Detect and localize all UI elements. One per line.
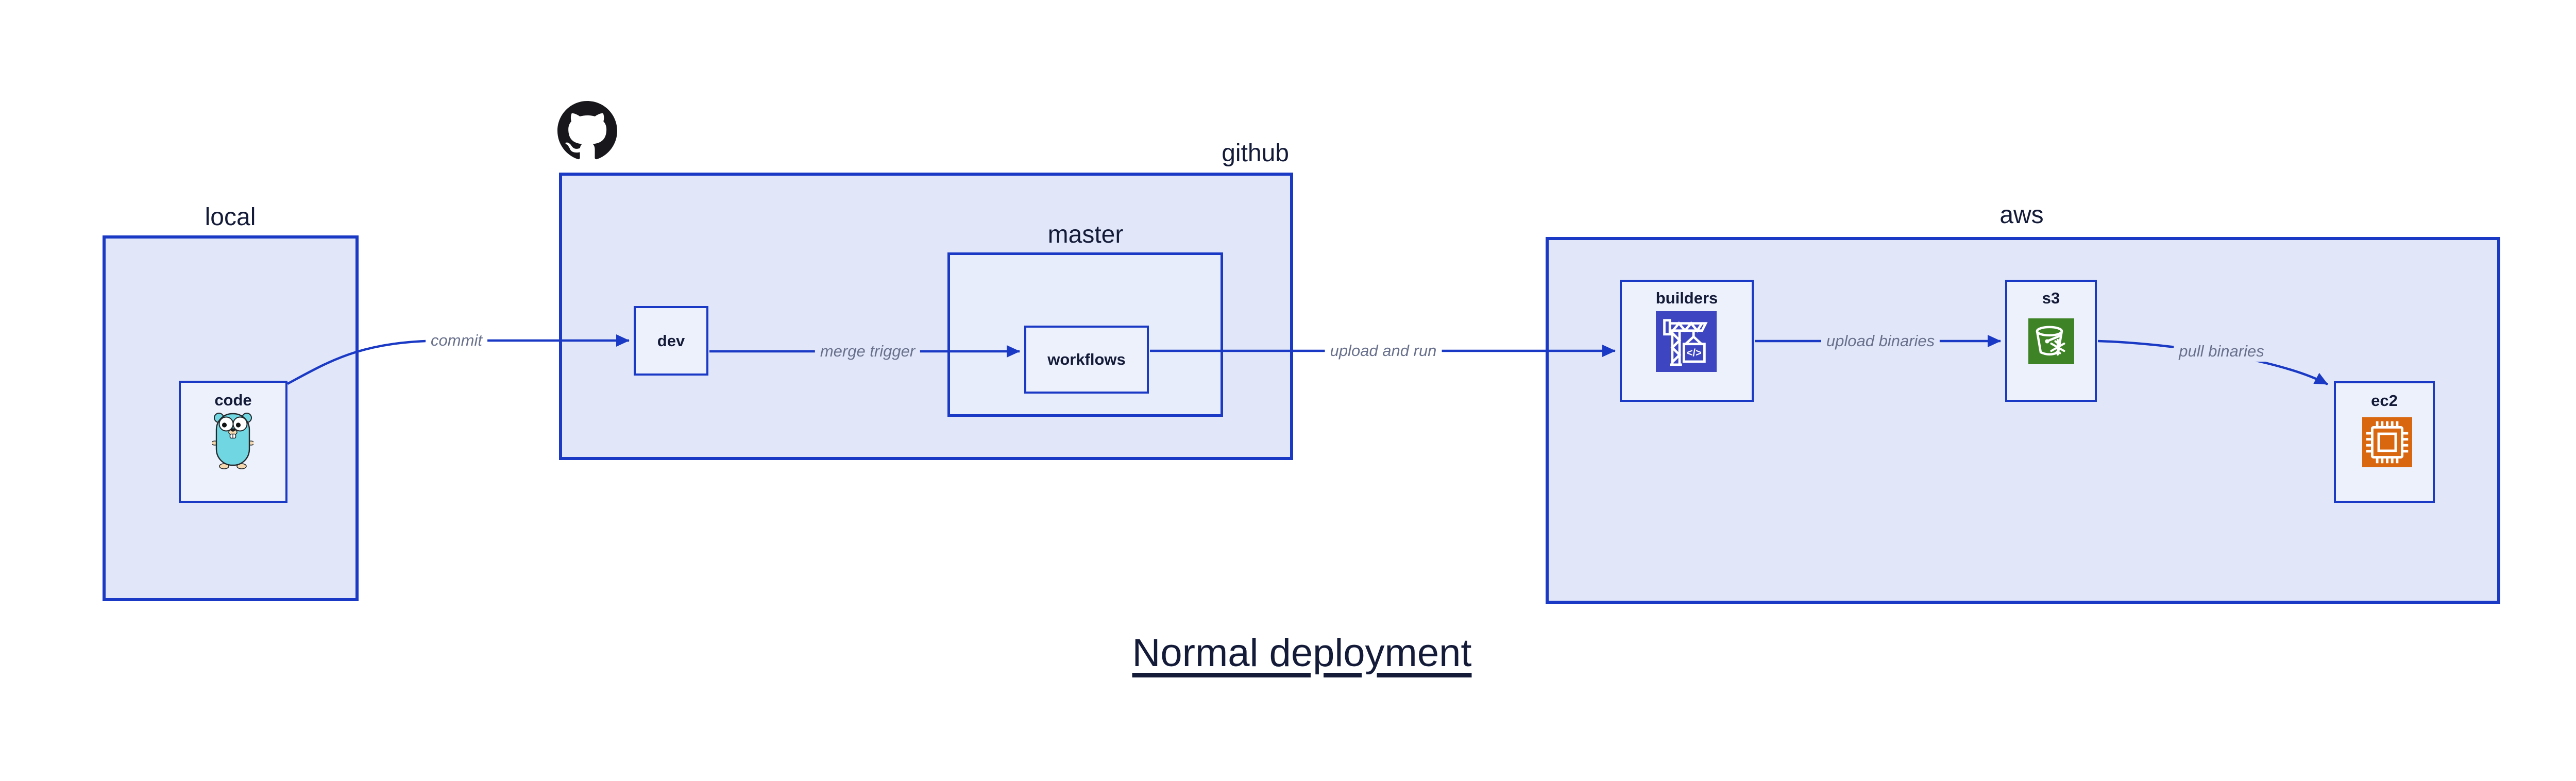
s3-glacier-bucket-icon <box>2028 318 2074 364</box>
node-dev: dev <box>634 306 708 376</box>
node-workflows-label: workflows <box>1047 350 1126 368</box>
svg-text:</>: </> <box>1687 347 1702 359</box>
go-gopher-icon <box>212 413 253 469</box>
group-aws-title: aws <box>1999 201 2044 229</box>
node-dev-label: dev <box>657 331 685 350</box>
node-builders-label: builders <box>1655 289 1718 307</box>
edge-label-merge-trigger: merge trigger <box>815 341 921 362</box>
edge-label-commit: commit <box>426 330 487 351</box>
edge-label-upload-binaries: upload binaries <box>1821 331 1940 351</box>
ec2-chip-icon <box>2362 417 2412 467</box>
node-workflows: workflows <box>1024 326 1149 394</box>
github-octocat-icon <box>557 101 617 160</box>
node-code-label: code <box>214 391 252 409</box>
group-local-title: local <box>205 203 256 231</box>
group-master-title: master <box>1047 221 1124 248</box>
edge-label-pull-binaries: pull binaries <box>2174 341 2269 362</box>
node-s3: s3 <box>2005 280 2097 402</box>
node-ec2-label: ec2 <box>2371 392 2398 410</box>
edge-label-upload-and-run: upload and run <box>1325 341 1442 361</box>
diagram-title: Normal deployment <box>1132 631 1472 675</box>
codebuild-crane-icon: </> <box>1656 311 1717 372</box>
group-github-title: github <box>1222 140 1289 167</box>
node-s3-label: s3 <box>2042 289 2060 307</box>
